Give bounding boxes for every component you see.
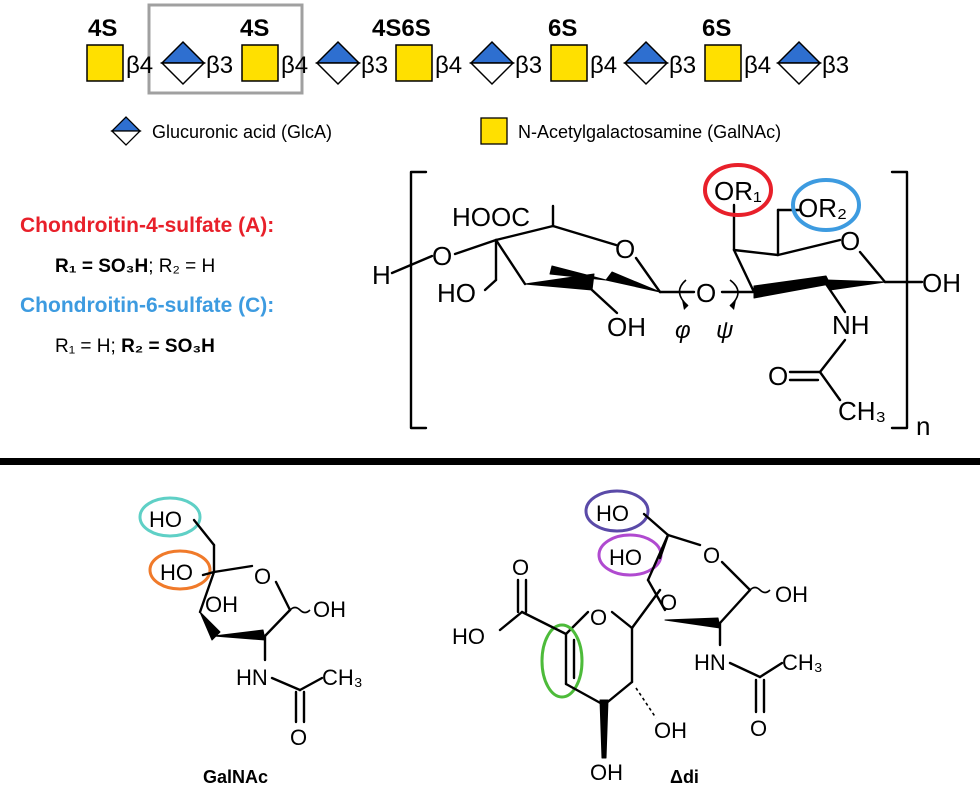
variant-descriptions: Chondroitin-4-sulfate (A): R₁ = SO₃H; R₂… bbox=[20, 214, 274, 357]
sulfation-label: 6S bbox=[548, 15, 577, 42]
linkage-label: β4 bbox=[590, 52, 617, 79]
atom-o-acetyl: O bbox=[768, 361, 788, 391]
torsion-phi: φ bbox=[675, 317, 691, 344]
deltadi-o-ring1: O bbox=[590, 605, 607, 630]
atom-oh-bottom: OH bbox=[607, 312, 646, 342]
atom-nh: NH bbox=[832, 310, 870, 340]
deltadi-ho6-ellipse bbox=[584, 489, 650, 533]
galnac-ho6: HO bbox=[149, 507, 182, 532]
r2-highlight-ellipse bbox=[791, 178, 861, 232]
variant-a-formula: R₁ = SO₃H; R₂ = H bbox=[55, 256, 215, 277]
galnac-hn: HN bbox=[236, 665, 268, 690]
deltadi-oh1: OH bbox=[775, 582, 808, 607]
deltadi-o-ring2: O bbox=[703, 543, 720, 568]
glca-diamond bbox=[776, 40, 822, 86]
section-divider bbox=[0, 458, 980, 465]
ho6-highlight-ellipse bbox=[138, 496, 202, 538]
variant-a-title: Chondroitin-4-sulfate (A): bbox=[20, 214, 274, 237]
atom-or1: OR₁ bbox=[714, 176, 762, 206]
linkage-label: β4 bbox=[126, 52, 153, 79]
atom-hooc: HOOC bbox=[452, 202, 530, 232]
variant-c-formula: R₁ = H; R₂ = SO₃H bbox=[55, 336, 215, 357]
deltadi-ho-acid: HO bbox=[452, 624, 485, 649]
atom-o-link: O bbox=[696, 278, 716, 308]
variant-c-title: Chondroitin-6-sulfate (C): bbox=[20, 294, 274, 317]
legend-galnac-square bbox=[480, 117, 508, 145]
galnac-square bbox=[550, 44, 588, 82]
variant-a-r1: R₁ = SO₃H bbox=[55, 256, 148, 277]
legend-glca-diamond bbox=[110, 116, 142, 146]
atom-o-ring-galnac: O bbox=[840, 226, 860, 256]
variant-c-r2: R₂ = SO₃H bbox=[121, 336, 215, 357]
atom-oh-right: OH bbox=[922, 268, 961, 298]
galnac-square bbox=[86, 44, 124, 82]
deltadi-o-amide: O bbox=[750, 716, 767, 741]
glca-diamond bbox=[160, 40, 206, 86]
repeat-count: n bbox=[916, 411, 930, 441]
galnac-caption: GalNAc bbox=[203, 767, 268, 787]
galnac-ch3: CH₃ bbox=[322, 665, 363, 690]
linkage-label: β3 bbox=[822, 52, 849, 79]
linkage-label: β3 bbox=[206, 52, 233, 79]
deltadi-ho4: HO bbox=[609, 545, 642, 570]
repeat-unit-box bbox=[147, 3, 304, 95]
variant-a-r2: ; R₂ = H bbox=[148, 256, 215, 277]
variant-c-r1: R₁ = H; bbox=[55, 336, 121, 357]
galnac-structure: HO HO O OH OH HN CH₃ O GalNAc bbox=[138, 496, 363, 787]
linkage-label: β3 bbox=[361, 52, 388, 79]
linkage-label: β4 bbox=[744, 52, 771, 79]
linkage-label: β3 bbox=[669, 52, 696, 79]
legend: Glucuronic acid (GlcA) N-Acetylgalactosa… bbox=[110, 116, 781, 146]
galnac-square bbox=[395, 44, 433, 82]
deltadi-oh3: OH bbox=[590, 760, 623, 785]
linkage-label: β4 bbox=[435, 52, 462, 79]
glca-diamond bbox=[469, 40, 515, 86]
torsion-psi: ψ bbox=[716, 317, 733, 344]
galnac-oh1: OH bbox=[313, 597, 346, 622]
deltadi-ho6: HO bbox=[596, 501, 629, 526]
atom-o-left: O bbox=[432, 241, 452, 271]
sulfation-label: 4S bbox=[240, 15, 269, 42]
glca-diamond bbox=[315, 40, 361, 86]
deltadi-o-link: O bbox=[660, 590, 677, 615]
bracket-right bbox=[890, 170, 909, 430]
sulfation-label: 4S6S bbox=[372, 15, 431, 42]
legend-galnac-label: N-Acetylgalactosamine (GalNAc) bbox=[518, 122, 781, 142]
atom-h: H bbox=[372, 260, 391, 290]
galnac-o-ring: O bbox=[254, 564, 271, 589]
linkage-label: β4 bbox=[281, 52, 308, 79]
deltadi-caption: Δdi bbox=[670, 767, 699, 787]
galnac-o: O bbox=[290, 725, 307, 750]
double-bond-highlight-ellipse bbox=[540, 623, 584, 699]
r1-highlight-ellipse bbox=[703, 163, 773, 217]
ho4-highlight-ellipse bbox=[148, 549, 212, 591]
deltadi-hn: HN bbox=[694, 650, 726, 675]
bracket-left bbox=[409, 170, 428, 430]
deltadi-oh2: OH bbox=[654, 718, 687, 743]
linkage-label: β3 bbox=[515, 52, 542, 79]
atom-ho: HO bbox=[437, 278, 476, 308]
atom-o-ring-glca: O bbox=[615, 234, 635, 264]
atom-or2: OR₂ bbox=[798, 193, 847, 223]
galnac-oh3: OH bbox=[205, 592, 238, 617]
sulfation-label: 4S bbox=[88, 15, 117, 42]
glycan-chain: 4S 4S 4S6S 6S 6S bbox=[86, 3, 849, 95]
galnac-square bbox=[704, 44, 742, 82]
atom-ch3: CH₃ bbox=[838, 396, 886, 426]
sulfation-label: 6S bbox=[702, 15, 731, 42]
galnac-ho4: HO bbox=[160, 560, 193, 585]
glca-diamond bbox=[623, 40, 669, 86]
legend-glca-label: Glucuronic acid (GlcA) bbox=[152, 122, 332, 142]
deltadi-structure: HO HO O OH O HN CH₃ O O OH bbox=[452, 489, 823, 787]
deltadi-ch3: CH₃ bbox=[782, 650, 823, 675]
galnac-square bbox=[241, 44, 279, 82]
repeat-unit-structure: n H O HOOC O HO OH O φ ψ bbox=[372, 163, 961, 441]
deltadi-o-acid: O bbox=[512, 555, 529, 580]
